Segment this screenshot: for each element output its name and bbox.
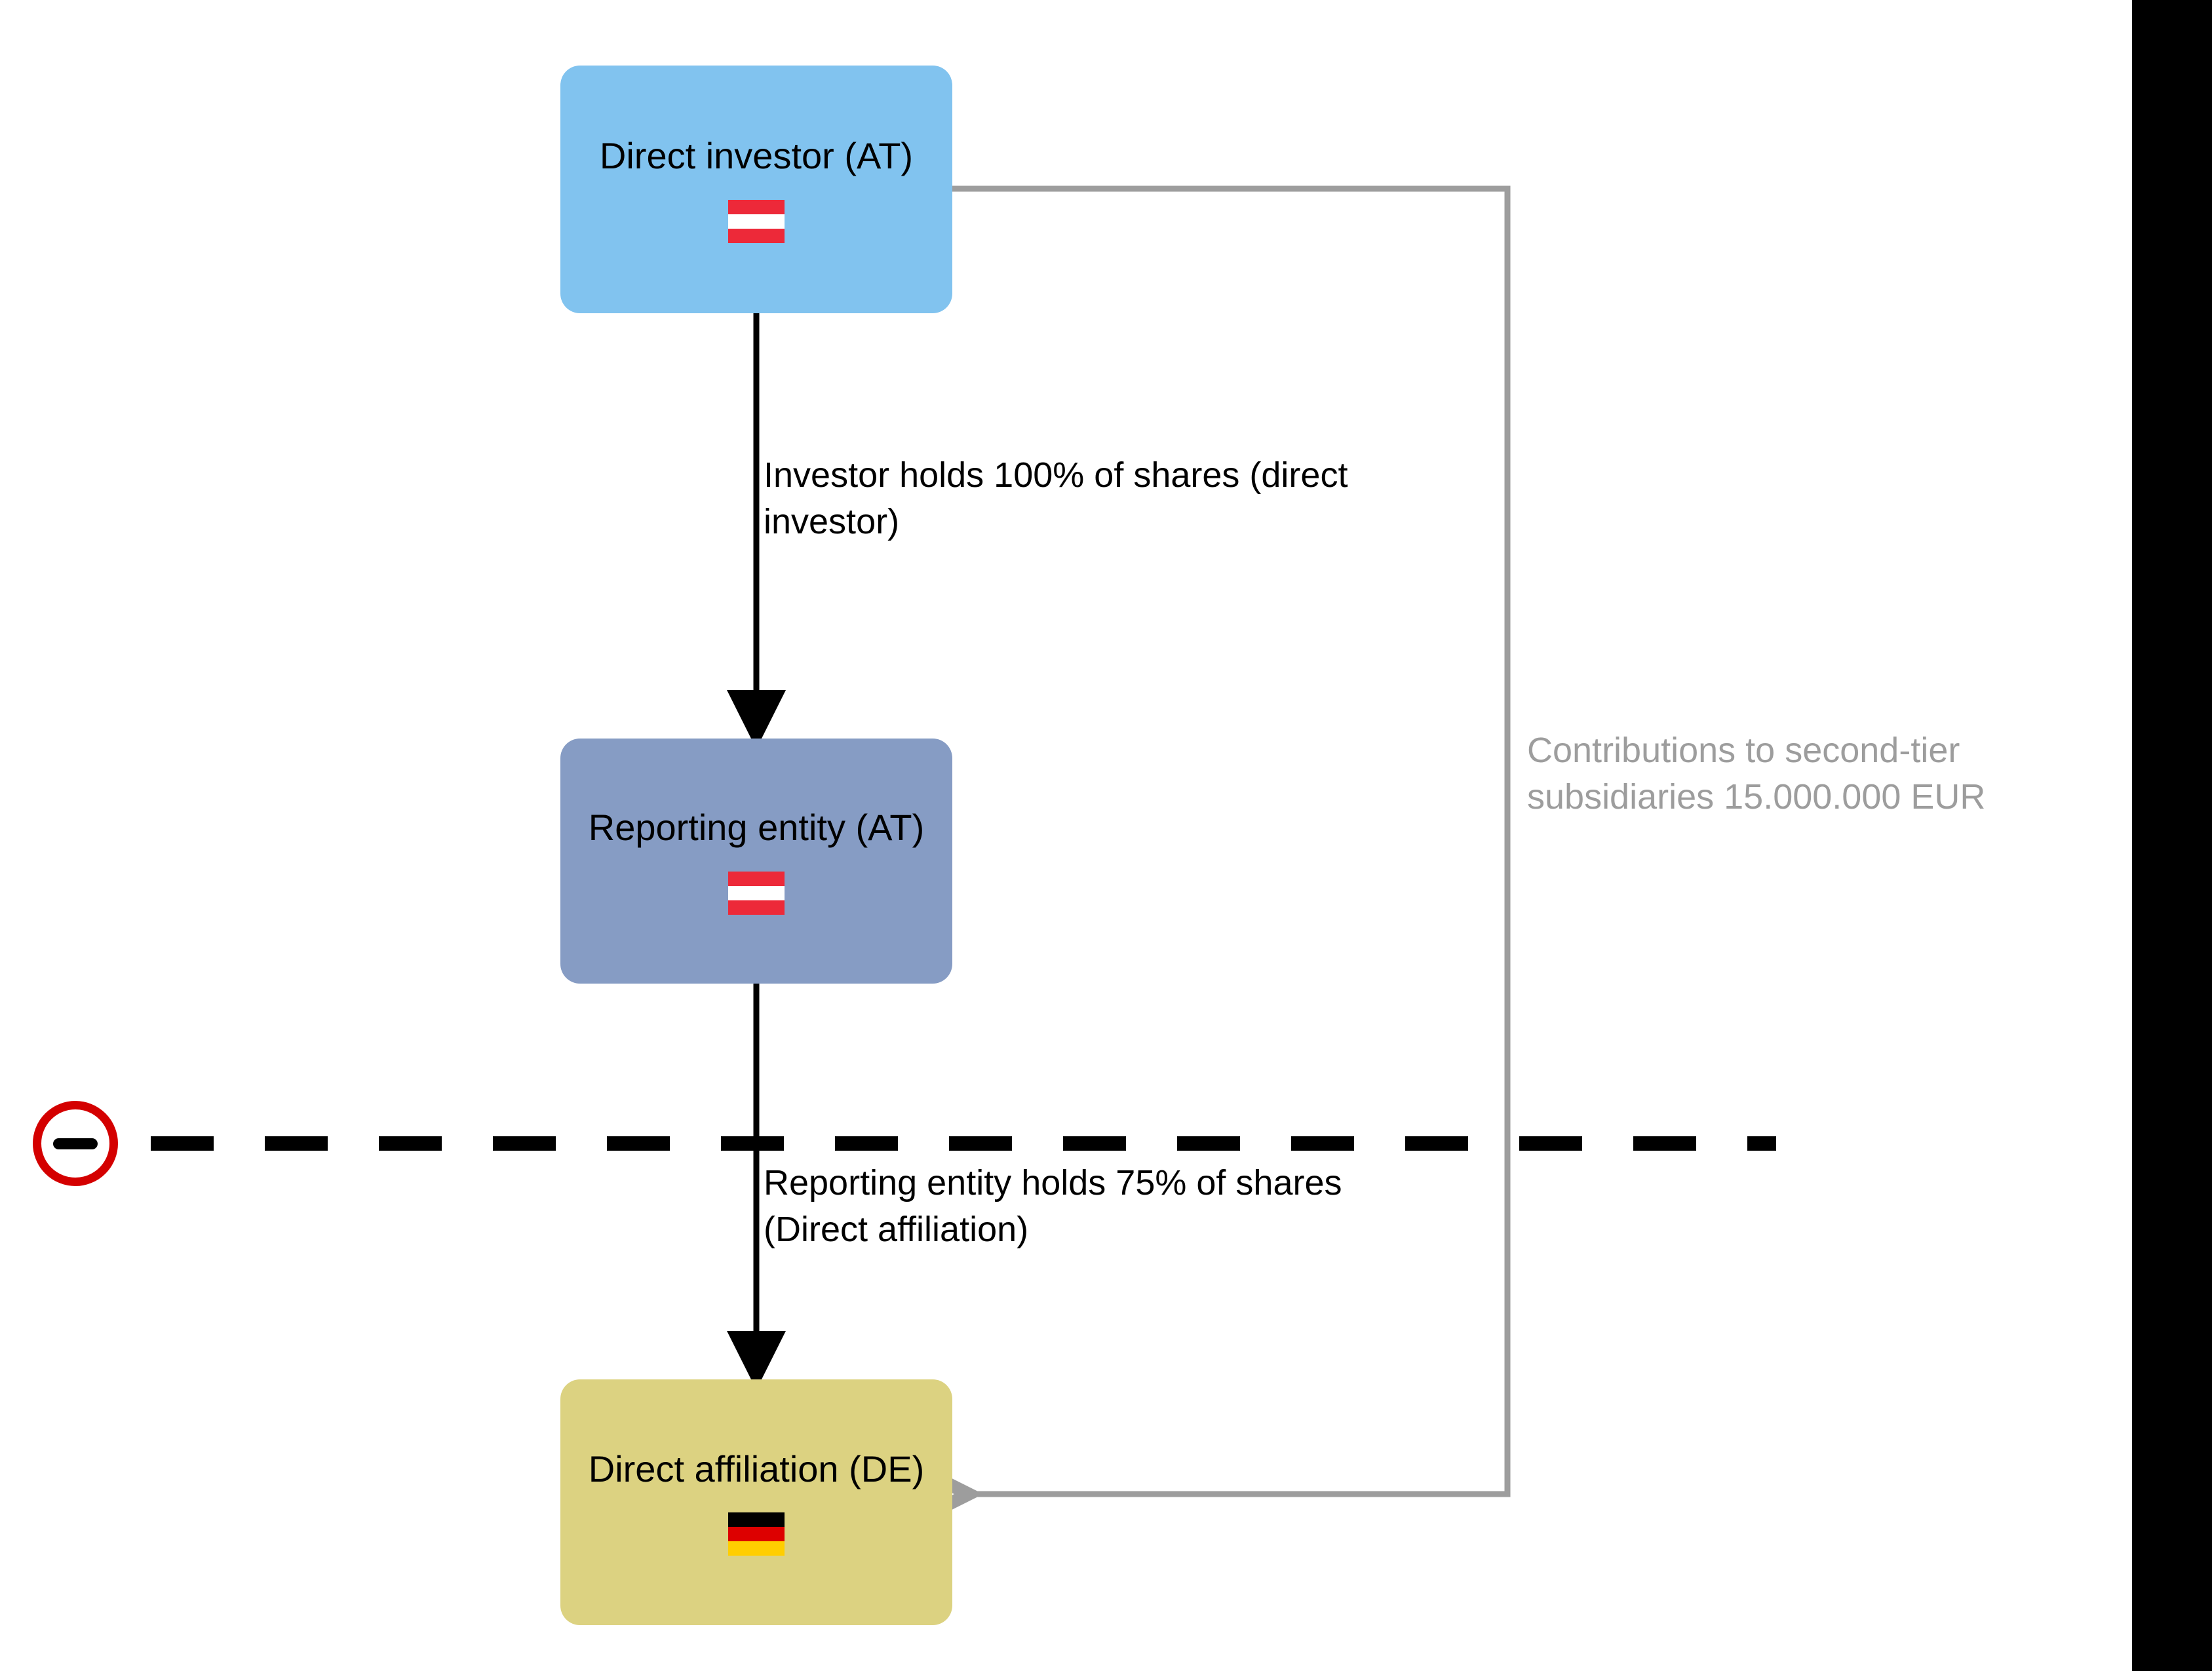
edge-label-investor-holds: Investor holds 100% of shares (direct in…	[764, 455, 1348, 542]
edge-contribution-gray	[952, 185, 1511, 1494]
node-direct-investor[interactable]: Direct investor (AT)	[560, 66, 952, 313]
node-direct-affiliation[interactable]: Direct affiliation (DE)	[560, 1379, 952, 1625]
edge-label-reporting-holds: Reporting entity holds 75% of shares (Di…	[764, 1163, 1342, 1250]
node-direct-investor-label: Direct investor (AT)	[599, 135, 914, 177]
node-reporting-entity[interactable]: Reporting entity (AT)	[560, 739, 952, 984]
node-direct-affiliation-label: Direct affiliation (DE)	[588, 1448, 925, 1489]
no-entry-bar	[52, 1138, 98, 1149]
node-reporting-entity-label: Reporting entity (AT)	[588, 807, 925, 849]
right-black-bar	[2132, 0, 2212, 1671]
flag-germany-icon	[728, 1512, 785, 1556]
flag-austria-icon	[728, 871, 785, 915]
flag-austria-icon	[728, 199, 785, 243]
edge-label-contributions: Contributions to second-tier subsidiarie…	[1527, 731, 1986, 817]
no-entry-icon	[33, 1101, 118, 1186]
